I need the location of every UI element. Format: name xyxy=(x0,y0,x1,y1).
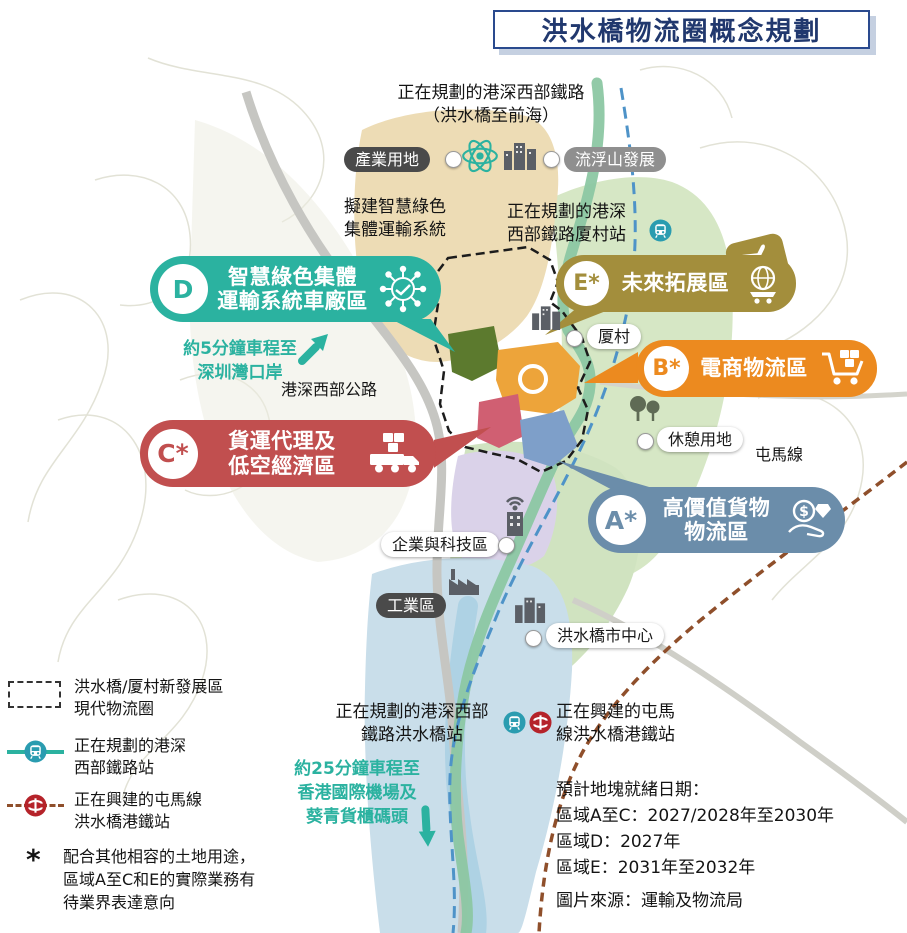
legend-boundary-swatch xyxy=(8,681,61,708)
schedule-row-abc: 區域A至C：2027/2028年至2030年 xyxy=(556,806,835,826)
schedule-heading: 預計地塊就緒日期： xyxy=(556,780,709,800)
zone-c-callout: C* 貨運代理及 低空經濟區 xyxy=(140,420,436,487)
industrial-area-label: 工業區 xyxy=(376,593,447,618)
mtr-icon xyxy=(24,794,47,817)
river-delta-area xyxy=(364,558,573,933)
lau-fau-shan-marker xyxy=(543,151,560,168)
schedule-row-e: 區域E：2031年至2032年 xyxy=(556,858,756,878)
network-nodes-icon xyxy=(377,263,429,315)
money-hand-icon: $ xyxy=(787,498,833,542)
page-title: 洪水橋物流圈概念規劃 xyxy=(541,17,822,47)
zone-b-callout: B* 電商物流區 xyxy=(636,340,877,397)
zone-d-callout: D 智慧綠色集體 運輸系統車廠區 xyxy=(150,256,441,322)
train-icon xyxy=(649,219,672,242)
buildings-icon xyxy=(502,138,540,170)
zone-e-label: 未來拓展區 xyxy=(621,271,730,296)
schedule-block: 預計地塊就緒日期： 區域A至C：2027/2028年至2030年 區域D：202… xyxy=(556,777,834,881)
tuen-ma-line-label: 屯馬線 xyxy=(755,445,804,464)
hsk-rail-station-note: 正在規劃的港深西部 鐵路洪水橋站 xyxy=(335,702,489,745)
zone-a-callout: A* 高價值貨物 物流區 $ xyxy=(588,487,845,553)
buildings-icon xyxy=(530,302,564,330)
legend-asterisk: * xyxy=(26,843,41,876)
highway-label: 港深西部公路 xyxy=(281,380,378,399)
drive-25min-note: 約25分鐘車程至 香港國際機場及 葵青貨櫃碼頭 xyxy=(294,759,420,827)
zone-b-badge: B* xyxy=(644,346,689,391)
leisure-land-marker xyxy=(637,433,654,450)
ha-tsuen-marker xyxy=(566,330,583,347)
tml-station-note: 正在興建的屯馬 線洪水橋港鐵站 xyxy=(556,702,675,745)
arrow-down-icon xyxy=(403,803,451,851)
enterprise-tech-label: 企業與科技區 xyxy=(381,532,500,557)
zone-c-label: 貨運代理及 低空經濟區 xyxy=(228,429,336,478)
zone-d-badge: D xyxy=(158,264,208,314)
industrial-land-marker xyxy=(445,151,462,168)
train-icon xyxy=(503,711,526,734)
legend-boundary-label: 洪水橋/厦村新發展區 現代物流圈 xyxy=(74,677,224,718)
trees-icon xyxy=(626,393,664,425)
zone-a-badge: A* xyxy=(596,495,646,545)
cargo-truck-icon xyxy=(366,432,424,476)
svg-text:$: $ xyxy=(799,504,809,520)
arrow-up-right-icon xyxy=(297,331,331,365)
plot-c xyxy=(477,394,524,448)
planned-rail-top-note: 正在規劃的港深西部鐵路 （洪水橋至前海） xyxy=(397,83,585,126)
legend-tml-label: 正在興建的屯馬線 洪水橋港鐵站 xyxy=(74,790,203,831)
lau-fau-shan-label: 流浮山發展 xyxy=(564,147,667,172)
train-icon xyxy=(24,740,47,763)
schedule-row-d: 區域D：2027年 xyxy=(556,832,681,852)
ha-tsuen-label: 厦村 xyxy=(587,324,642,349)
factory-icon xyxy=(446,566,482,596)
shopping-cart-icon xyxy=(819,348,865,390)
zone-c-badge: C* xyxy=(148,428,198,479)
zone-e-callout: E* 未來拓展區 xyxy=(556,255,796,312)
industrial-land-label: 產業用地 xyxy=(344,147,431,172)
zone-b-label: 電商物流區 xyxy=(700,356,808,381)
antenna-building-icon xyxy=(498,490,532,536)
zone-a-label: 高價值貨物 物流區 xyxy=(662,495,771,544)
title-box: 洪水橋物流圈概念規劃 xyxy=(493,10,870,49)
legend-west-rail-label: 正在規劃的港深 西部鐵路站 xyxy=(74,736,187,777)
legend-footnote: 配合其他相容的土地用途， 區域A至C和E的實際業務有 待業界表達意向 xyxy=(63,847,256,912)
hsk-town-centre-marker xyxy=(525,630,542,647)
town-buildings-icon xyxy=(513,593,549,623)
plot-b-loop-road xyxy=(518,364,548,394)
ha-tsuen-station-note: 正在規劃的港深 西部鐵路厦村站 xyxy=(507,202,626,245)
globe-trolley-icon xyxy=(742,263,784,305)
enterprise-tech-marker xyxy=(498,537,515,554)
plot-a xyxy=(520,410,578,467)
zone-d-label: 智慧綠色集體 運輸系統車廠區 xyxy=(217,264,368,313)
hsk-town-centre-label: 洪水橋市中心 xyxy=(546,623,665,648)
planned-west-rail-line xyxy=(448,87,637,933)
image-source: 圖片來源：運輸及物流局 xyxy=(556,891,743,911)
logistics-boundary xyxy=(431,245,592,474)
molecule-icon xyxy=(459,135,501,177)
drive-5min-note: 約5分鐘車程至 深圳灣口岸 xyxy=(183,339,297,383)
leisure-land-label: 休憩用地 xyxy=(657,427,744,452)
zone-e-badge: E* xyxy=(564,261,609,306)
mtr-icon xyxy=(529,711,552,734)
green-transit-note: 擬建智慧綠色 集體運輸系統 xyxy=(344,197,446,240)
plot-d xyxy=(448,326,502,381)
